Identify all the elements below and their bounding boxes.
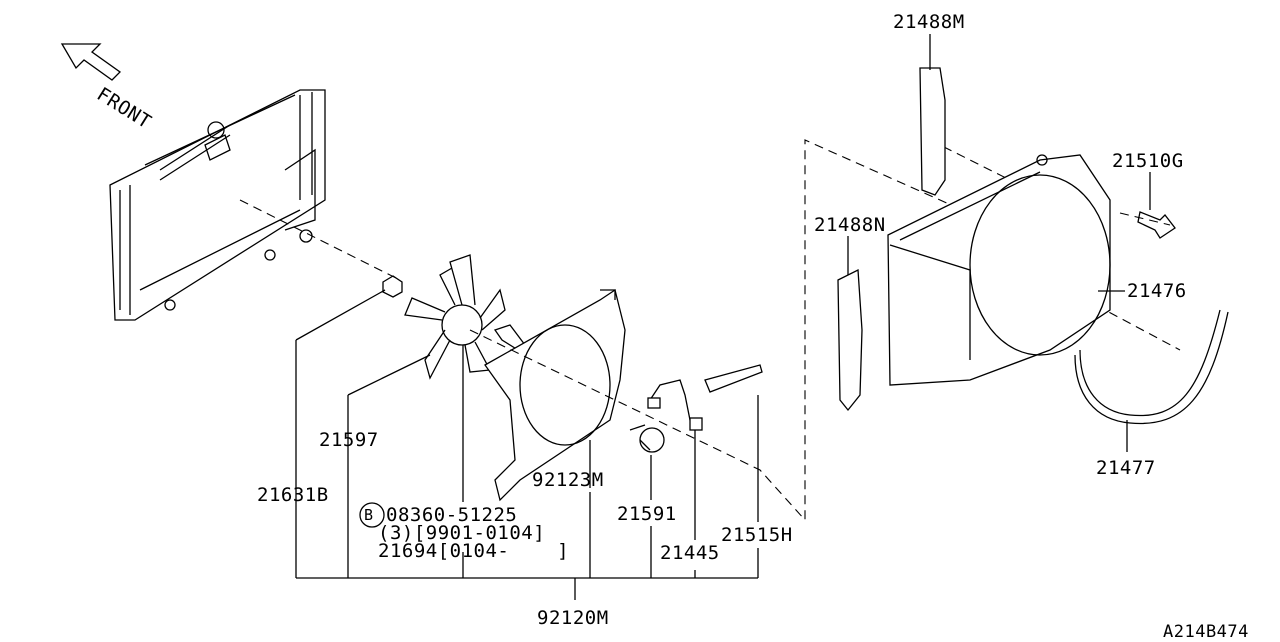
part-label-08360-51225[interactable]: 08360-51225	[386, 504, 518, 526]
clip	[689, 417, 703, 431]
part-label-21477[interactable]: 21477	[1096, 457, 1156, 479]
diagram-code: A214B474	[1163, 622, 1249, 642]
band-21477	[1074, 309, 1229, 425]
part-label-21488n[interactable]: 21488N	[814, 214, 886, 236]
bolt-badge-circle	[359, 502, 385, 528]
part-label-92120m[interactable]: 92120M	[537, 607, 609, 629]
seal-21488n	[837, 268, 863, 412]
part-label-21631b[interactable]: 21631B	[257, 484, 329, 506]
part-label-21694[interactable]: 21694[0104- ]	[378, 540, 570, 562]
clamp-21515h	[704, 364, 763, 393]
front-arrow-icon	[60, 43, 122, 81]
part-label-21515h[interactable]: 21515H	[721, 524, 793, 546]
part-label-21476[interactable]: 21476	[1127, 280, 1187, 302]
motor-21591	[629, 424, 665, 453]
connector	[647, 397, 661, 409]
assembly-guide-lines	[239, 139, 1181, 522]
bolt-qty-range: (3)[9901-0104]	[378, 522, 546, 544]
fan-21597	[404, 254, 506, 380]
bolt-badge: B	[364, 506, 374, 524]
part-label-21488m[interactable]: 21488M	[893, 11, 965, 33]
nut-21631b	[382, 275, 403, 298]
bolt-21510g	[1137, 211, 1176, 239]
fan-shroud-21476	[887, 154, 1111, 386]
part-label-21591[interactable]: 21591	[617, 503, 677, 525]
part-label-21597[interactable]: 21597	[319, 429, 379, 451]
fan-shroud-92123m	[484, 288, 626, 502]
part-label-92123m[interactable]: 92123M	[532, 469, 604, 491]
leader-lines	[295, 34, 1151, 600]
seal-21488m	[919, 67, 946, 196]
part-label-21510g[interactable]: 21510G	[1112, 150, 1184, 172]
part-label-21445[interactable]: 21445	[660, 542, 720, 564]
